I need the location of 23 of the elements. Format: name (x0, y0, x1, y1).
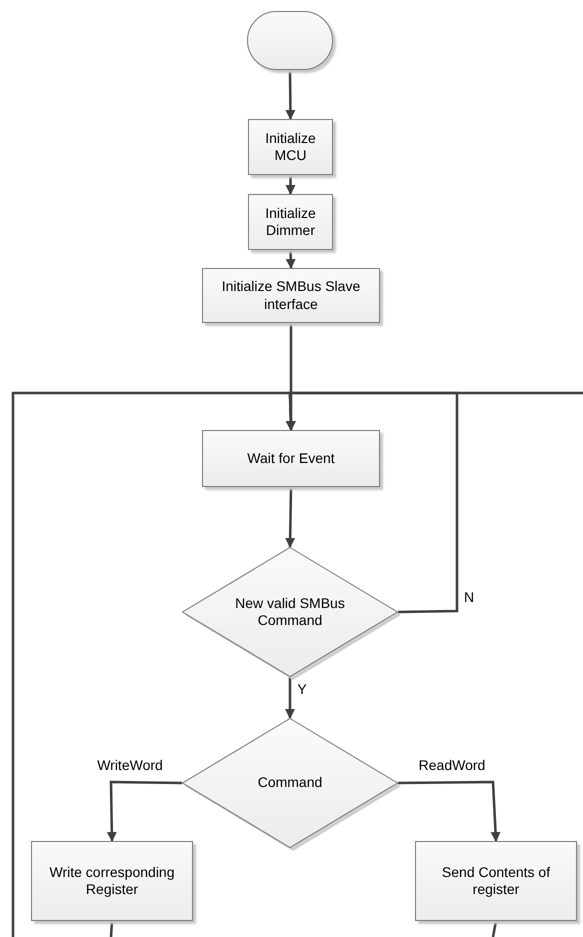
edge-label: N (462, 589, 476, 605)
process-box: Initialize MCU (248, 119, 333, 175)
edge-label: WriteWord (96, 757, 164, 773)
decision-diamond: New valid SMBus Command (182, 547, 398, 677)
process-box: Write corresponding Register (31, 841, 193, 921)
process-box: Initialize SMBus Slave interface (202, 268, 380, 323)
arrow (106, 780, 182, 842)
terminator-shape (247, 11, 333, 70)
arrow (285, 677, 295, 719)
arrow (398, 780, 501, 842)
arrow (286, 175, 296, 195)
process-box: Send Contents of register (415, 841, 577, 921)
arrow (286, 250, 296, 269)
arrow (286, 392, 583, 431)
connector-line (492, 920, 498, 937)
decision-diamond: Command (182, 718, 398, 848)
arrow (285, 70, 296, 120)
process-box: Wait for Event (202, 430, 380, 487)
arrow (285, 486, 296, 548)
connector-line (110, 920, 114, 937)
process-box: Initialize Dimmer (248, 194, 333, 250)
edge-label: ReadWord (418, 757, 486, 773)
edge-label: Y (296, 681, 308, 697)
